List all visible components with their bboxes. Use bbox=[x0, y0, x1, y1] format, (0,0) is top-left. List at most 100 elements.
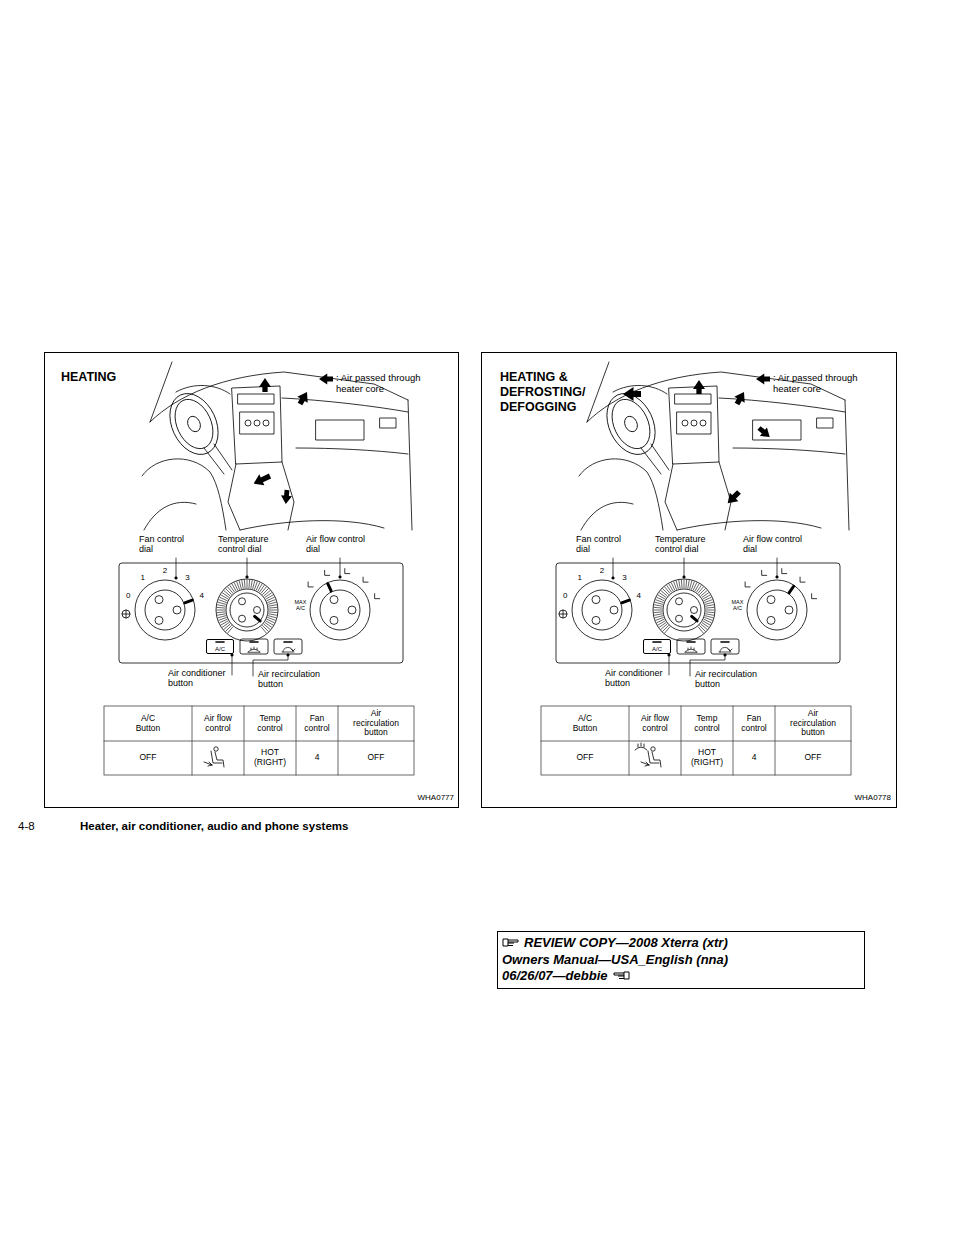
airflow-arrow bbox=[295, 389, 312, 407]
temperature-scale bbox=[659, 593, 666, 598]
temperature-scale bbox=[674, 582, 677, 590]
temperature-scale bbox=[268, 600, 276, 603]
table-grid bbox=[681, 706, 682, 775]
table-grid bbox=[244, 706, 245, 775]
temperature-scale bbox=[269, 614, 277, 615]
button-label: Air recirculation button bbox=[695, 669, 775, 689]
temperature-scale bbox=[700, 626, 706, 632]
temperature-scale bbox=[244, 580, 246, 588]
hand-icon bbox=[502, 936, 520, 952]
table-cell: HOT (RIGHT) bbox=[681, 741, 733, 775]
knob-grip bbox=[785, 606, 793, 614]
table-grid bbox=[629, 706, 630, 775]
table-cell: 4 bbox=[296, 741, 338, 775]
temperature-scale bbox=[226, 589, 232, 595]
drawing-part bbox=[614, 972, 629, 979]
temperature-scale bbox=[217, 607, 225, 609]
table-cell: OFF bbox=[338, 741, 414, 775]
seated-person-icon bbox=[648, 751, 661, 767]
temperature-scale bbox=[219, 618, 227, 621]
temperature-scale bbox=[681, 580, 683, 588]
temperature-scale bbox=[261, 587, 266, 593]
legend-text: : Air passed through heater core bbox=[773, 372, 879, 394]
table-cell: Temp control bbox=[681, 706, 733, 741]
leader-dot bbox=[231, 654, 234, 657]
temperature-scale bbox=[218, 616, 226, 618]
passenger-dashboard bbox=[719, 398, 845, 454]
knob-grip bbox=[254, 607, 261, 614]
dial-label: Air flow control dial bbox=[743, 534, 803, 554]
temperature-scale bbox=[247, 580, 248, 588]
fan-speed-number: 4 bbox=[197, 592, 207, 602]
control-panel bbox=[556, 563, 840, 663]
stamp-text: REVIEW COPY—2008 Xterra (xtr) Owners Man… bbox=[502, 935, 772, 985]
temperature-scale bbox=[269, 611, 277, 613]
review-stamp: REVIEW COPY—2008 Xterra (xtr) Owners Man… bbox=[497, 931, 865, 989]
knob-grip bbox=[330, 616, 338, 624]
leader-dot bbox=[683, 576, 686, 579]
temperature-scale bbox=[268, 616, 276, 618]
page-number: 4-8 bbox=[18, 820, 68, 833]
fan-speed-number: 4 bbox=[634, 592, 644, 602]
knob-grip bbox=[676, 615, 683, 622]
leader-dot bbox=[724, 654, 727, 657]
fan-speed-number: 0 bbox=[123, 592, 133, 602]
table-cell: OFF bbox=[541, 741, 629, 775]
temperature-scale bbox=[706, 611, 714, 613]
fan-speed-number: 2 bbox=[160, 566, 170, 576]
door-edge bbox=[408, 400, 412, 530]
legend-arrow-sample bbox=[319, 374, 333, 385]
side-vent bbox=[380, 418, 396, 428]
fan-icon bbox=[559, 610, 567, 618]
center-stack bbox=[669, 386, 719, 464]
table-cell: HOT (RIGHT) bbox=[244, 741, 296, 775]
table-cell: A/C Button bbox=[541, 706, 629, 741]
driver-seat bbox=[579, 459, 663, 530]
legend-item: : Air passed through heater core bbox=[755, 372, 881, 396]
temperature-scale bbox=[269, 610, 277, 611]
temperature-scale bbox=[661, 591, 667, 596]
temperature-scale bbox=[265, 623, 272, 628]
knob-grip bbox=[767, 596, 775, 604]
center-console bbox=[228, 462, 294, 530]
temperature-scale bbox=[228, 627, 233, 633]
airflow-arrow bbox=[259, 378, 271, 392]
legend-text: : Air passed through heater core bbox=[336, 372, 442, 394]
recirculation-icon bbox=[282, 647, 295, 652]
seated-person-icon bbox=[211, 751, 224, 767]
fan-speed-number: 2 bbox=[597, 566, 607, 576]
knob-grip bbox=[348, 606, 356, 614]
leader-line bbox=[176, 558, 177, 578]
temperature-scale bbox=[705, 602, 713, 604]
knob-grip bbox=[691, 607, 698, 614]
temperature-scale bbox=[269, 605, 277, 606]
leader-line bbox=[232, 655, 233, 675]
dial-marker bbox=[789, 586, 794, 593]
knob-grip bbox=[592, 616, 600, 624]
steering-wheel bbox=[161, 386, 228, 463]
drawing-part bbox=[503, 939, 518, 946]
hand-icon bbox=[612, 969, 630, 985]
airflow-arrow bbox=[623, 387, 641, 401]
temperature-scale bbox=[661, 624, 667, 629]
leader-dot bbox=[175, 577, 178, 580]
table-cell: Air recirculation button bbox=[775, 706, 851, 741]
button-indicator bbox=[687, 641, 695, 643]
table-cell: Air flow control bbox=[629, 706, 681, 741]
defrost-airflow-icon bbox=[635, 743, 647, 750]
leader-dot bbox=[612, 577, 615, 580]
leader-dot bbox=[668, 654, 671, 657]
recirculation-icon bbox=[719, 647, 732, 652]
steering-hub bbox=[185, 414, 203, 434]
leader-line bbox=[684, 558, 685, 577]
button-box: A/C bbox=[206, 639, 234, 654]
temperature-scale bbox=[239, 581, 241, 589]
temperature-scale bbox=[679, 580, 680, 588]
temperature-scale bbox=[226, 626, 232, 632]
fan-icon bbox=[559, 610, 567, 618]
temperature-scale bbox=[688, 580, 689, 588]
button-indicator bbox=[250, 641, 258, 643]
control-knob-sketch bbox=[245, 420, 251, 426]
dial-knob bbox=[230, 593, 264, 627]
figure-code: WHA0777 bbox=[364, 794, 454, 803]
